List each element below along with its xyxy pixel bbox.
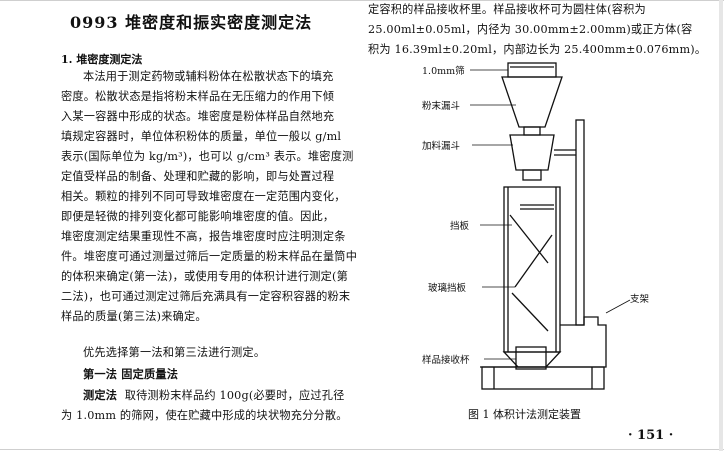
glass-baffle	[514, 234, 553, 288]
paragraph-line: 二法)，也可通过测定过筛后充满具有一定容积容器的粉末	[61, 290, 351, 303]
method1-label: 测定法	[83, 388, 118, 402]
outlet-hopper	[502, 351, 562, 368]
label-sieve: 1.0mm筛	[422, 66, 465, 77]
label-loading-funnel: 加料漏斗	[422, 141, 461, 152]
method1-heading-text: 第一法 固定质量法	[83, 367, 179, 381]
paragraph-line: 样品的质量(第三法)来确定。	[61, 310, 207, 323]
paragraph-line: 的体积来确定(第一法)，或使用专用的体积计进行测定(第	[61, 270, 348, 283]
paragraph-line: 优先选择第一法和第三法进行测定。	[83, 346, 266, 359]
paragraph-line: 积为 16.39ml±0.20ml，内部边长为 25.400mm±0.076mm…	[368, 43, 707, 56]
label-powder-funnel: 粉末漏斗	[422, 101, 461, 112]
page-border-bottom	[0, 449, 724, 450]
page-border-right	[719, 0, 723, 451]
paragraph-line: 件。堆密度可通过测量过筛后一定质量的粉末样品在量筒中	[61, 250, 358, 263]
method1-block: 第一法 固定质量法 测定法 取待测粉末样品约 100g(必要时，应过孔径 为 1…	[61, 364, 348, 426]
method1-text: 取待测粉末样品约 100g(必要时，应过孔径	[124, 389, 345, 402]
paragraph-line: 堆密度测定结果重现性不高，报告堆密度时应注明测定条	[61, 230, 346, 243]
baffle-box	[503, 186, 561, 353]
leader-line-support	[605, 299, 631, 314]
paragraph-line: 25.00ml±0.05ml，内径为 30.00mm±2.00mm)或正方体(容	[368, 23, 693, 36]
paragraph-line: 入某一容器中形成的状态。堆密度是粉体样品自然地充	[61, 110, 335, 123]
method1-line-1: 测定法 取待测粉末样品约 100g(必要时，应过孔径	[61, 385, 348, 406]
support-pole	[575, 119, 585, 326]
paragraph-line: 本法用于测定药物或辅料粉体在松散状态下的填充	[83, 70, 334, 83]
paragraph-line: 相关。颗粒的排列不同可导致堆密度在一定范围内变化，	[61, 190, 346, 203]
method1-heading: 第一法 固定质量法	[61, 364, 348, 385]
paragraph-line: 密度。松散状态是指将粉末样品在无压缩力的作用下倾	[61, 90, 335, 103]
paragraph-line: 定值受样品的制备、处理和贮藏的影响，即与处置过程	[61, 170, 335, 183]
page-border-top	[0, 0, 724, 1]
right-column-text: 定容积的样品接收杯里。样品接收杯可为圆柱体(容积为 25.00ml±0.05ml…	[368, 0, 706, 60]
base-plate	[481, 366, 605, 390]
volumeter-figure: 1.0mm筛 粉末漏斗 加料漏斗 挡板 玻璃挡板 支架 样品接收杯	[420, 55, 680, 395]
preference-paragraph: 优先选择第一法和第三法进行测定。	[61, 343, 265, 363]
sieve-frame	[507, 62, 557, 78]
label-receiving-cup: 样品接收杯	[422, 355, 470, 366]
paragraph-line: 定容积的样品接收杯里。样品接收杯可为圆柱体(容积为	[368, 3, 646, 16]
paragraph-line: 表示(国际单位为 kg/m³)，也可以 g/cm³ 表示。堆密度测	[61, 150, 354, 163]
figure-caption: 图 1 体积计法测定装置	[468, 408, 581, 421]
loading-funnel-neck	[522, 169, 542, 181]
loading-funnel-shape	[509, 134, 555, 171]
page-title: 0993 堆密度和振实密度测定法	[70, 13, 313, 32]
label-glass-baffle: 玻璃挡板	[428, 283, 467, 294]
intro-paragraph: 本法用于测定药物或辅料粉体在松散状态下的填充 密度。松散状态是指将粉末样品在无压…	[61, 67, 357, 327]
volumeter-diagram	[470, 62, 631, 390]
paragraph-line: 即便是轻微的排列变化都可能影响堆密度的值。因此，	[61, 210, 335, 223]
glass-baffle	[509, 214, 549, 264]
paragraph-line: 填规定容器时，单位体积粉体的质量，单位一般以 g/ml	[61, 130, 342, 143]
label-support: 支架	[630, 294, 650, 305]
powder-funnel-neck	[523, 126, 541, 136]
glass-baffle	[511, 292, 549, 332]
method1-line-2: 为 1.0mm 的筛网，使在贮藏中形成的块状物充分分散。	[61, 409, 348, 422]
receiving-cup	[515, 346, 547, 370]
powder-funnel-shape	[501, 76, 563, 128]
support-base-outline	[480, 316, 607, 368]
label-baffle: 挡板	[450, 221, 470, 232]
section-heading: 1. 堆密度测定法	[61, 53, 143, 66]
page-number: · 151 ·	[628, 428, 674, 443]
